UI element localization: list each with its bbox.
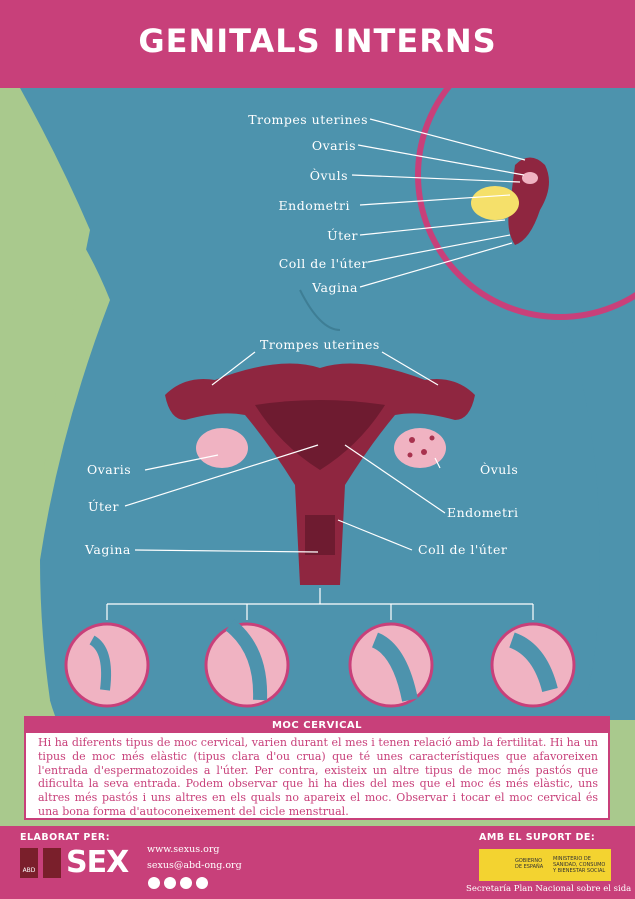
body-silhouette-right [560, 300, 635, 720]
abd-logo: ABD [20, 848, 38, 878]
inset-label-uter: Úter [327, 228, 358, 243]
secretaria-text: Secretaría Plan Nacional sobre el sida [466, 884, 632, 894]
label-coll: Coll de l'úter [418, 542, 508, 557]
label-ovuls: Òvuls [480, 462, 519, 477]
footer-email-link[interactable]: sexus@abd-ong.org [147, 860, 242, 871]
facebook-icon[interactable] [164, 877, 176, 889]
gobierno-text: GOBIERNO DE ESPAÑA [515, 858, 544, 870]
label-ovaris: Ovaris [87, 462, 132, 477]
body-silhouette-left [0, 88, 90, 700]
inset-label-coll: Coll de l'úter [278, 256, 368, 271]
instagram-icon[interactable] [148, 877, 160, 889]
ministerio-text: MINISTERIO DE SANIDAD, CONSUMO Y BIENEST… [553, 856, 606, 874]
moc-cervical-title: MOC CERVICAL [26, 718, 608, 733]
moc-cervical-box: MOC CERVICAL Hi ha diferents tipus de mo… [24, 716, 610, 820]
footer-elaborat-label: ELABORAT PER: [20, 832, 110, 843]
abd-logo-2 [43, 848, 61, 878]
inset-label-ovuls: Òvuls [309, 168, 348, 183]
moc-cervical-text: Hi ha diferents tipus de moc cervical, v… [38, 736, 598, 818]
twitter-icon[interactable] [196, 877, 208, 889]
label-uter: Úter [88, 499, 119, 514]
inset-label-endometri: Endometri [278, 198, 350, 213]
label-trompes: Trompes uterines [260, 337, 380, 352]
spotify-icon[interactable] [180, 877, 192, 889]
footer-suport-label: AMB EL SUPORT DE: [479, 832, 596, 843]
right-ovary [394, 428, 446, 468]
left-ovary [196, 428, 248, 468]
inset-label-ovaris: Ovaris [311, 138, 356, 153]
mucus-circles [64, 619, 576, 708]
footer-web-link[interactable]: www.sexus.org [147, 844, 220, 855]
label-vagina: Vagina [85, 542, 131, 557]
sexus-logo: SEX [66, 845, 129, 880]
inset-label-trompes: Trompes uterines [248, 112, 368, 127]
header-bar [0, 0, 635, 88]
inset-label-vagina: Vagina [312, 280, 358, 295]
uterus-diagram [165, 363, 475, 585]
gobierno-logo [479, 849, 611, 881]
label-endometri: Endometri [447, 505, 519, 520]
page-title: GENITALS INTERNS [138, 22, 497, 60]
